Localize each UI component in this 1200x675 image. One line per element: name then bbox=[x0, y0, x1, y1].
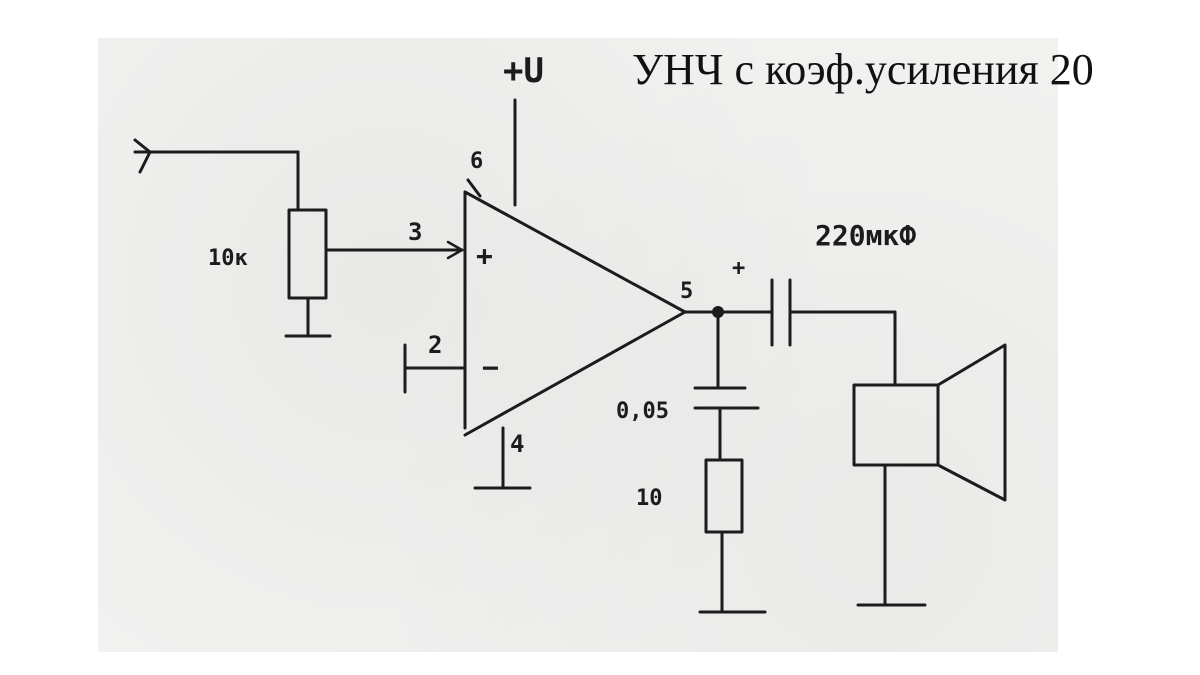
snubber-resistor bbox=[698, 458, 767, 614]
potentiometer-10k bbox=[284, 208, 332, 338]
wiper-arrow bbox=[446, 240, 464, 260]
label-snubber-cap: 0,05 bbox=[616, 399, 669, 424]
label-output-cap: 220мкФ bbox=[815, 219, 916, 252]
label-plus-input: + bbox=[476, 239, 493, 272]
label-pin6: 6 bbox=[470, 149, 483, 174]
label-minus-input: − bbox=[482, 351, 499, 384]
label-pin5: 5 bbox=[680, 279, 693, 304]
label-potentiometer: 10к bbox=[208, 246, 248, 271]
input-arrow bbox=[133, 138, 300, 174]
inverting-input-stub bbox=[403, 343, 467, 394]
snubber-capacitor bbox=[693, 310, 760, 462]
paper-background bbox=[98, 38, 1058, 652]
output-capacitor bbox=[770, 278, 897, 387]
speaker-icon bbox=[852, 343, 1007, 607]
pin6-stub bbox=[466, 178, 482, 198]
page-title: УНЧ с коэф.усиления 20 bbox=[632, 45, 1094, 94]
label-snubber-res: 10 bbox=[636, 486, 663, 511]
label-cap-polarity: + bbox=[732, 256, 745, 281]
label-pin4: 4 bbox=[510, 430, 524, 458]
pin4-ground bbox=[473, 426, 532, 490]
label-pin2: 2 bbox=[428, 331, 442, 359]
label-pin3: 3 bbox=[408, 218, 422, 246]
label-supply: +U bbox=[503, 51, 544, 91]
